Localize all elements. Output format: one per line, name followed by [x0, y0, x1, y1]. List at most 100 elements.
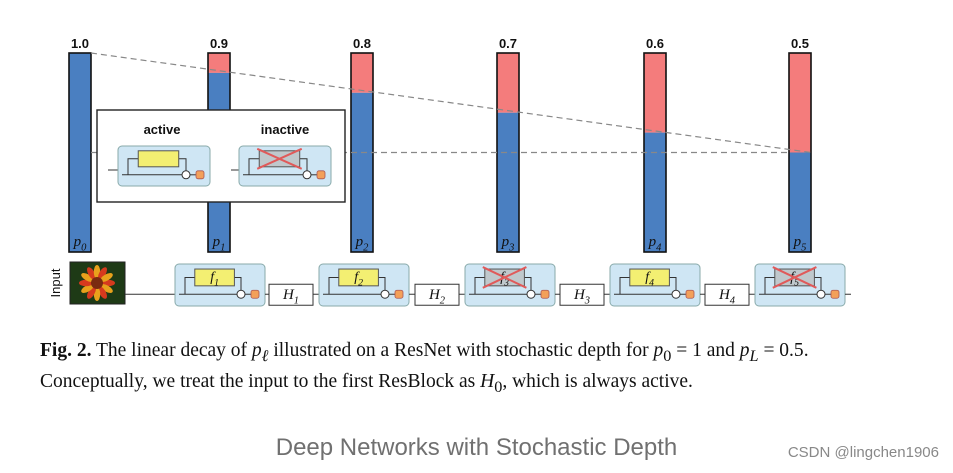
caption-eq1: = 1	[671, 340, 702, 361]
f-label-net-0: f1	[210, 270, 219, 288]
caption-label: Fig. 2.	[40, 340, 92, 361]
resblock-net-4: f5	[754, 263, 846, 307]
h-label-3-sub: 4	[730, 296, 736, 307]
survive-segment-3	[497, 112, 519, 252]
relu-legend-active	[195, 170, 205, 180]
f-label-net-1-main: f	[354, 270, 360, 285]
legend-active-label: active	[144, 122, 181, 137]
cross-b-legend-inactive	[256, 147, 303, 170]
adder-net-2	[526, 289, 536, 299]
branch-out-net-0	[234, 276, 242, 291]
bar-p-label-4: p4	[648, 234, 663, 254]
resblock-net-0: f1	[174, 263, 266, 307]
bar-value-label-1: 0.9	[210, 36, 228, 51]
survive-segment-2	[351, 92, 373, 252]
h-label-0: H1	[282, 287, 299, 307]
caption-ell: ℓ	[261, 346, 269, 365]
bar-value-label-0: 1.0	[71, 36, 89, 51]
relu-net-0	[250, 289, 260, 299]
survive-segment-5	[789, 152, 811, 252]
caption-text-2: illustrated on a ResNet with stochastic …	[268, 340, 654, 361]
bar-p-label-5: p5	[793, 234, 807, 254]
survive-segment-4	[644, 132, 666, 252]
bar-p-label-4-sub: 4	[656, 243, 662, 254]
h-label-1-sub: 2	[440, 296, 446, 307]
caption-text-1: The linear decay of	[91, 340, 252, 361]
caption-eq2: = 0.5	[758, 340, 804, 361]
cross-b-net-2	[482, 266, 527, 289]
caption-p-ell: p	[251, 340, 262, 361]
h-label-0-main: H	[282, 287, 295, 303]
bar-p-label-1-sub: 1	[220, 243, 225, 254]
adder-net-3	[671, 289, 681, 299]
h-label-0-sub: 1	[294, 296, 299, 307]
input-image-petal-2	[98, 286, 107, 299]
relu-net-4	[830, 289, 840, 299]
drop-segment-2	[351, 53, 373, 93]
input-image-petal-10	[98, 267, 107, 280]
bar-p-label-0-sub: 0	[81, 243, 87, 254]
adder-legend-active	[181, 170, 191, 180]
branch-out-net-2	[524, 276, 532, 291]
cross-b-net-4	[772, 266, 817, 289]
caption-text-5: , which is always active.	[502, 370, 693, 392]
resblock-legend-active	[117, 145, 211, 187]
h-label-2-sub: 3	[584, 296, 590, 307]
branch-out-net-1	[378, 276, 386, 291]
f-label-net-1-sub: 2	[358, 277, 363, 288]
caption-H0: H	[480, 370, 495, 392]
caption-H0-sub: 0	[494, 377, 503, 396]
branch-in-net-4	[764, 276, 775, 295]
caption-text-4: . Conceptually, we treat the input to th…	[40, 340, 809, 392]
paper-title: Deep Networks with Stochastic Depth	[275, 434, 678, 461]
drop-segment-4	[644, 53, 666, 133]
input-image	[69, 261, 126, 305]
f-label-net-2-sub: 3	[503, 277, 509, 288]
input-image-petal-4	[87, 286, 96, 299]
relu-legend-inactive	[316, 170, 326, 180]
bar-p-label-1: p1	[212, 234, 226, 254]
branch-out-net-4	[814, 276, 822, 291]
figure-caption: Fig. 2. The linear decay of pℓ illustrat…	[40, 338, 900, 400]
branch-out-net-3	[669, 276, 677, 291]
bar-value-label-2: 0.8	[353, 36, 371, 51]
input-image-border	[69, 261, 126, 305]
survive-segment-0	[69, 53, 91, 252]
branch-in-net-3	[619, 276, 630, 295]
bar-p-label-1-main: p	[212, 234, 221, 250]
input-label: Input	[48, 268, 63, 297]
caption-pL: p	[739, 340, 750, 361]
branch-out-legend-inactive	[299, 158, 308, 171]
bar-p-label-2-sub: 2	[363, 243, 369, 254]
resnet-diagram: Inputf1H1f2H2f3H3f4H4f5	[48, 261, 851, 307]
resblock-net-2: f3	[464, 263, 556, 307]
resblock-net-1: f2	[318, 263, 410, 307]
h-label-1-main: H	[428, 287, 441, 303]
bar-value-label-3: 0.7	[499, 36, 517, 51]
bar-p-label-3-main: p	[501, 234, 510, 250]
input-image-petal-11	[100, 273, 113, 282]
relu-net-1	[394, 289, 404, 299]
bar-value-label-5: 0.5	[791, 36, 809, 51]
f-label-net-3: f4	[645, 270, 654, 288]
f-box-net-0	[194, 268, 235, 287]
bar-p-label-3-sub: 3	[508, 243, 514, 254]
f-label-net-3-sub: 4	[649, 277, 654, 288]
linear-decay-line	[90, 52, 812, 154]
bar-outline-5	[788, 52, 812, 253]
adder-net-0	[236, 289, 246, 299]
relu-net-2	[540, 289, 550, 299]
h-label-2-main: H	[573, 287, 586, 303]
drop-segment-1	[208, 53, 230, 73]
f-label-net-0-main: f	[210, 270, 216, 285]
bar-p-label-4-main: p	[648, 234, 657, 250]
f-label-net-4-sub: 5	[794, 277, 799, 288]
branch-in-net-2	[474, 276, 485, 295]
drop-segment-3	[497, 53, 519, 113]
caption-p0: p	[653, 340, 664, 361]
f-label-net-3-main: f	[645, 270, 651, 285]
input-image-petal-8	[87, 267, 96, 280]
